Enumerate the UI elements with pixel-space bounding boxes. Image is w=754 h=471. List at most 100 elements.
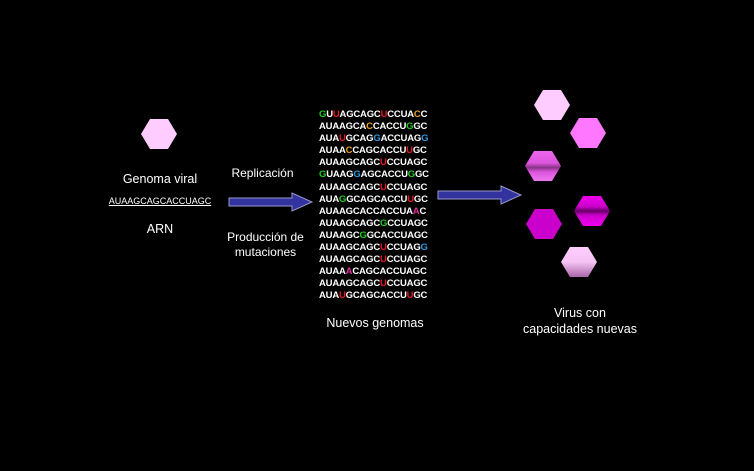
new-viruses-label-line1: Virus con — [554, 306, 606, 320]
mutation-base: A — [345, 266, 353, 278]
mutation-base: U — [406, 145, 413, 157]
mutation-base: U — [380, 157, 387, 169]
sequence-segment: AUAA — [319, 145, 346, 157]
mutation-base: U — [380, 254, 387, 266]
mutation-base: U — [380, 242, 387, 254]
sequence-segment: CCUAG — [386, 242, 421, 254]
sequence-line: AUAAGCAGCUCCUAGG — [319, 242, 439, 254]
sequence-segment: CAGCACCU — [352, 145, 407, 157]
sequence-line: AUAAGCAGCUCCUAGC — [319, 278, 439, 290]
mutation-base: G — [319, 169, 327, 181]
selection-arrow-icon — [437, 185, 523, 205]
sequence-segment: GCAGCACCU — [346, 193, 408, 205]
mutation-base: U — [380, 109, 388, 120]
sequence-line: AUAAGCAGCUCCUAGC — [319, 157, 439, 169]
sequence-segment: AUA — [319, 133, 339, 145]
sequence-line: AUAACCAGCACCUUGC — [319, 145, 439, 157]
mutation-base: G — [420, 242, 428, 254]
mutation-label-line1: Producción de — [227, 230, 304, 244]
mutation-base: G — [407, 169, 415, 181]
mutation-base: G — [338, 193, 347, 205]
sequence-segment: AUAAGCAGC — [319, 278, 381, 290]
sequence-segment: CCUAGC — [386, 254, 428, 266]
sequence-segment: AGCAGC — [339, 109, 381, 120]
sequence-line: AUAAGCACCACCUGGC — [319, 121, 439, 133]
sequence-line: AUAAGCACCACCUAAC — [319, 206, 439, 218]
sequence-line: GUUAGCAGCUCCUACC — [319, 109, 439, 121]
sequence-line: AUAAGCAGCUCCUAGC — [319, 182, 439, 194]
new-virus-hexagon-magenta — [526, 209, 562, 239]
sequence-line: AUAAGCGGCACCUAGC — [319, 230, 439, 242]
mutation-base: U — [380, 181, 387, 193]
mutation-base: C — [413, 109, 421, 120]
sequence-segment: CACCU — [372, 121, 407, 133]
new-genomes-label: Nuevos genomas — [326, 316, 424, 330]
sequence-segment: GC — [413, 193, 428, 205]
sequence-segment: GC — [413, 290, 428, 302]
sequence-segment: CCUAGC — [386, 181, 428, 193]
arn-label: ARN — [146, 222, 174, 236]
new-virus-hexagon-light-pink — [534, 90, 570, 120]
sequence-segment: CAGCACCUAGC — [352, 266, 427, 278]
mutation-label-line2: mutaciones — [234, 245, 297, 259]
sequence-segment: AUAAGC — [319, 229, 360, 241]
mutation-base: G — [353, 169, 361, 181]
sequence-segment: C — [420, 109, 428, 120]
replication-arrow-icon — [228, 192, 314, 212]
mutation-base: A — [412, 205, 420, 217]
sequence-segment: CCUAGC — [386, 278, 428, 290]
sequence-segment: AUAAGCAGC — [319, 217, 381, 229]
sequence-segment: AUAAGCAGC — [319, 242, 381, 254]
sequence-segment: AUAAGCA — [319, 121, 367, 133]
sequence-line: AUAAGCAGCUCCUAGC — [319, 254, 439, 266]
mutation-base: U — [338, 133, 346, 145]
sequence-segment: AUAAGCAGC — [319, 181, 381, 193]
mutation-base: U — [338, 290, 346, 302]
sequence-line: AUAAACAGCACCUAGC — [319, 266, 439, 278]
new-virus-hexagon-gradient-light — [561, 247, 597, 277]
mutation-base: G — [380, 217, 388, 229]
sequence-segment: UAAG — [326, 169, 354, 181]
mutation-base: G — [373, 133, 381, 145]
sequence-segment: AUAAGCAGC — [319, 157, 381, 169]
mutation-base: G — [359, 229, 367, 241]
mutation-base: G — [406, 121, 414, 133]
mutation-base: G — [421, 133, 429, 145]
sequence-segment: ACCUAG — [380, 133, 422, 145]
mutation-base: C — [345, 145, 353, 157]
sequence-segment: GC — [413, 121, 428, 133]
sequence-segment: AUAAGCAGC — [319, 254, 381, 266]
original-sequence: AUAAGCAGCACCUAGC — [108, 196, 212, 206]
sequence-segment: GCAGCACCU — [345, 290, 407, 302]
mutation-base: U — [380, 278, 387, 290]
mutation-base: U — [407, 193, 414, 205]
sequence-segment: AUA — [319, 290, 339, 302]
genome-viral-label: Genoma viral — [122, 172, 198, 186]
mutation-base: U — [332, 109, 340, 120]
mutation-base: C — [366, 121, 373, 133]
sequence-segment: GCACCUAGC — [366, 229, 428, 241]
sequence-segment: AUAAGCACCACCUA — [319, 205, 413, 217]
sequence-segment: CCUA — [387, 109, 414, 120]
sequence-line: GUAAGGAGCACCUGGC — [319, 169, 439, 181]
replication-label: Replicación — [231, 166, 294, 180]
new-virus-hexagon-pink — [570, 118, 606, 148]
sequence-segment: CCUAGC — [387, 217, 428, 229]
mutation-base: G — [319, 109, 327, 120]
sequence-line: AUAUGCAGGACCUAGG — [319, 133, 439, 145]
sequence-segment: GC — [414, 169, 429, 181]
new-viruses-label-line2: capacidades nuevas — [523, 322, 637, 336]
sequence-segment: GCAG — [345, 133, 374, 145]
sequence-segment: GC — [412, 145, 427, 157]
sequence-segment: U — [326, 109, 333, 120]
sequence-line: AUAAGCAGCGCCUAGC — [319, 218, 439, 230]
sequence-segment: CCUAGC — [386, 157, 428, 169]
sequence-segment: AGCACCU — [360, 169, 408, 181]
sequence-line: AUAUGCAGCACCUUGC — [319, 290, 439, 302]
sequence-line: AUAGGCAGCACCUUGC — [319, 194, 439, 206]
new-virus-hexagon-gradient-pink — [525, 151, 561, 181]
sequence-segment: C — [419, 205, 427, 217]
sequence-segment: AUA — [319, 193, 339, 205]
mutation-base: U — [406, 290, 414, 302]
